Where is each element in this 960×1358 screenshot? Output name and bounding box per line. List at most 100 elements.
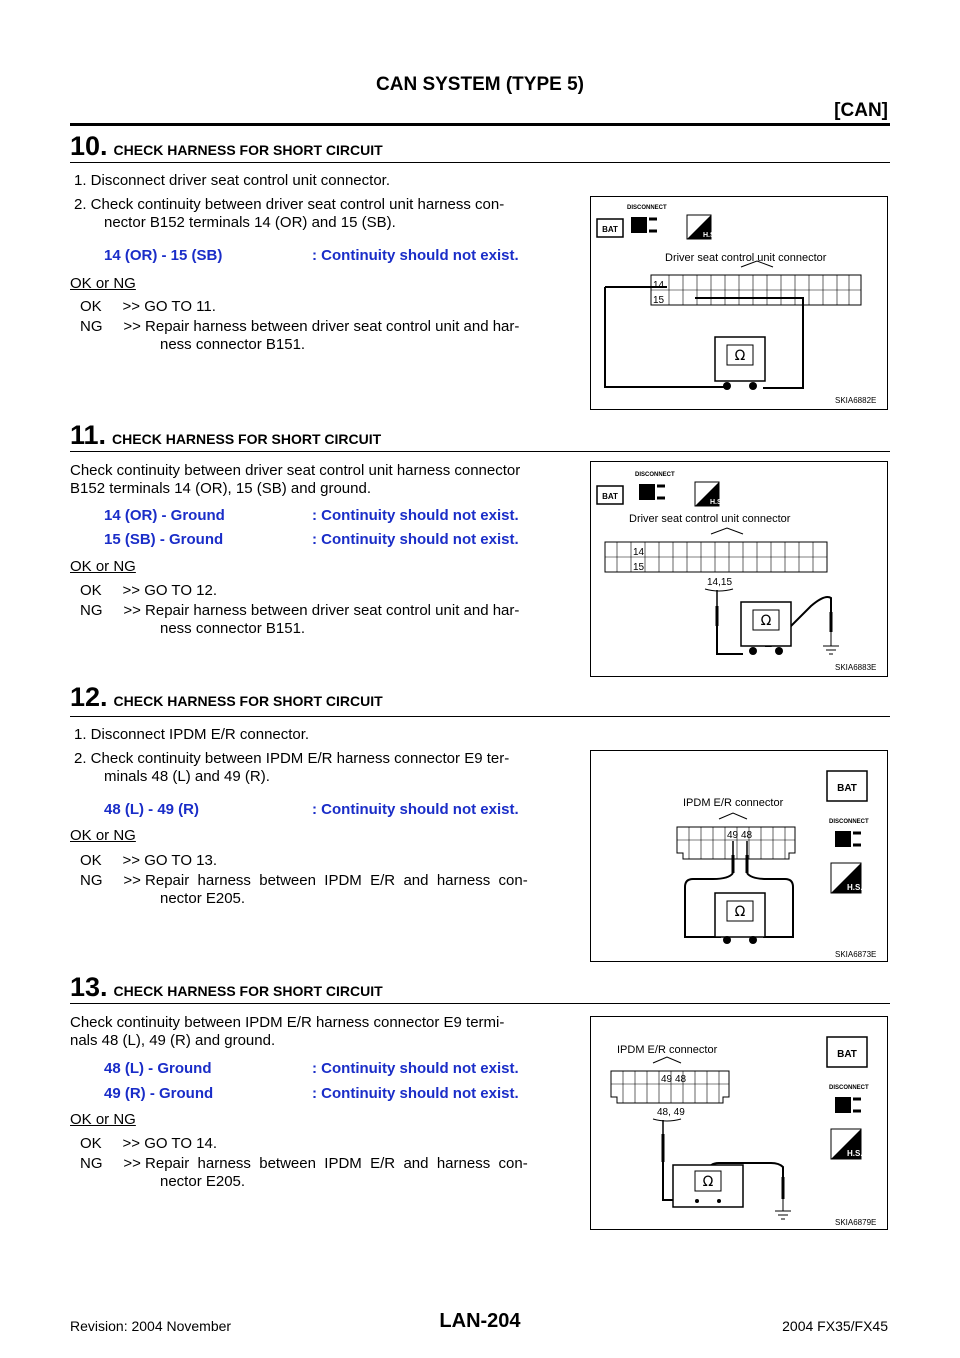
ok-or-ng: OK or NG — [70, 1111, 136, 1128]
spec-result: : Continuity should not exist. — [312, 247, 519, 264]
step-rule — [70, 162, 890, 163]
figure-11: BAT DISCONNECT H.S. Driver seat control … — [590, 461, 888, 677]
bat-icon: BAT — [596, 218, 624, 238]
bat-icon: BAT — [826, 1036, 868, 1068]
pin-label: 48 — [741, 830, 753, 841]
header-rule — [70, 123, 890, 126]
connector-label: IPDM E/R connector — [617, 1044, 718, 1056]
ohm-label: Ω — [735, 904, 746, 920]
step-title: CHECK HARNESS FOR SHORT CIRCUIT — [113, 693, 383, 709]
figure-id: SKIA6882E — [835, 396, 876, 405]
ng-result-cont: ness connector B151. — [160, 620, 306, 637]
step-line: B152 terminals 14 (OR), 15 (SB) and grou… — [70, 480, 371, 497]
step-number: 11. — [70, 420, 107, 450]
disconnect-icon: DISCONNECT — [829, 819, 869, 847]
spec-pins: 14 (OR) - Ground — [104, 507, 225, 524]
spec-result: : Continuity should not exist. — [312, 1060, 519, 1077]
pin-label: 15 — [633, 562, 645, 573]
probe-label: 48, 49 — [657, 1107, 685, 1118]
ok-or-ng: OK or NG — [70, 558, 136, 575]
spec-result: : Continuity should not exist. — [312, 1085, 519, 1102]
connector-label: Driver seat control unit connector — [665, 252, 827, 264]
ng-result: NG >> Repair harness between driver seat… — [80, 602, 520, 619]
disconnect-label: DISCONNECT — [627, 205, 667, 211]
spec-pins: 49 (R) - Ground — [104, 1085, 214, 1102]
bat-label: BAT — [602, 492, 618, 501]
step-rule — [70, 451, 890, 452]
page-title: CAN SYSTEM (TYPE 5) — [376, 74, 584, 95]
section-tag: [CAN] — [834, 100, 888, 121]
bat-icon: BAT — [826, 770, 868, 802]
spec-result: : Continuity should not exist. — [312, 507, 519, 524]
footer-page-number: LAN-204 — [439, 1310, 521, 1332]
ohm-label: Ω — [703, 1174, 714, 1190]
bat-icon: BAT — [596, 485, 624, 505]
step-13-heading: 13.CHECK HARNESS FOR SHORT CIRCUIT — [70, 972, 890, 1003]
step-line: 2. Check continuity between IPDM E/R har… — [74, 750, 510, 767]
footer-model: 2004 FX35/FX45 — [782, 1318, 888, 1334]
ohm-label: Ω — [735, 348, 746, 364]
pin-label: 14 — [653, 280, 665, 291]
disconnect-label: DISCONNECT — [829, 1085, 869, 1091]
wiring-diagram: IPDM E/R connector 49 48 Ω BAT DISCONNEC… — [676, 770, 876, 959]
step-line: Check continuity between IPDM E/R harnes… — [70, 1014, 505, 1031]
spec-pins: 48 (L) - 49 (R) — [104, 801, 200, 818]
step-title: CHECK HARNESS FOR SHORT CIRCUIT — [113, 142, 383, 158]
step-rule — [70, 716, 890, 717]
ok-result: OK >> GO TO 14. — [80, 1135, 218, 1152]
figure-12: IPDM E/R connector 49 48 Ω BAT DISCONNEC… — [590, 750, 888, 962]
hs-icon: H.S. — [686, 214, 717, 240]
figure-id: SKIA6883E — [835, 663, 876, 672]
pin-label: 49 — [727, 830, 739, 841]
wiring-diagram: BAT DISCONNECT H.S. Driver seat control … — [596, 472, 876, 672]
spec-result: : Continuity should not exist. — [312, 531, 519, 548]
pin-label: 48 — [675, 1074, 687, 1085]
step-line: 2. Check continuity between driver seat … — [74, 196, 505, 213]
ohm-meter-icon: Ω — [714, 892, 766, 944]
connector-label: Driver seat control unit connector — [629, 513, 791, 525]
footer-revision: Revision: 2004 November — [70, 1318, 232, 1334]
ng-result: NG >> Repair harness between IPDM E/R an… — [80, 1155, 528, 1172]
probe-label: 14,15 — [707, 577, 732, 588]
disconnect-icon: DISCONNECT — [829, 1085, 869, 1113]
disconnect-label: DISCONNECT — [829, 819, 869, 825]
ng-result-cont: nector E205. — [160, 890, 246, 907]
step-title: CHECK HARNESS FOR SHORT CIRCUIT — [113, 983, 383, 999]
step-number: 10. — [70, 131, 108, 161]
ohm-meter-icon: Ω — [672, 1164, 744, 1208]
step-line: nals 48 (L), 49 (R) and ground. — [70, 1032, 276, 1049]
pin-label: 49 — [661, 1074, 673, 1085]
ng-result: NG >> Repair harness between driver seat… — [80, 318, 520, 335]
bat-label: BAT — [837, 783, 857, 794]
figure-id: SKIA6873E — [835, 950, 876, 959]
hs-icon: H.S. — [694, 481, 724, 507]
ng-result-cont: nector E205. — [160, 1173, 246, 1190]
ok-or-ng: OK or NG — [70, 827, 136, 844]
wiring-diagram: BAT DISCONNECT H.S. Driver seat control … — [596, 205, 876, 405]
connector-label: IPDM E/R connector — [683, 797, 784, 809]
figure-10: BAT DISCONNECT H.S. Driver seat control … — [590, 196, 888, 410]
figure-13: IPDM E/R connector 49 48 48, 49 Ω BAT DI… — [590, 1016, 888, 1230]
bat-label: BAT — [602, 225, 618, 234]
ng-result: NG >> Repair harness between IPDM E/R an… — [80, 872, 528, 889]
disconnect-icon: DISCONNECT — [635, 472, 675, 500]
hs-label: H.S. — [710, 499, 724, 506]
step-number: 12. — [70, 682, 108, 712]
ok-or-ng: OK or NG — [70, 275, 136, 292]
step-line: nector B152 terminals 14 (OR) and 15 (SB… — [104, 214, 396, 231]
ohm-meter-icon: Ω — [714, 336, 766, 390]
step-title: CHECK HARNESS FOR SHORT CIRCUIT — [112, 431, 382, 447]
step-12-heading: 12. CHECK HARNESS FOR SHORT CIRCUIT — [70, 682, 890, 713]
step-11-heading: 11. CHECK HARNESS FOR SHORT CIRCUIT — [70, 420, 890, 451]
hs-label: H.S. — [847, 883, 863, 892]
ohm-label: Ω — [761, 613, 772, 629]
bat-label: BAT — [837, 1049, 857, 1060]
step-line: Check continuity between driver seat con… — [70, 462, 521, 479]
step-line: 1. Disconnect IPDM E/R connector. — [74, 726, 310, 743]
hs-label: H.S. — [847, 1149, 863, 1158]
spec-result: : Continuity should not exist. — [312, 801, 519, 818]
pin-label: 14 — [633, 547, 645, 558]
figure-id: SKIA6879E — [835, 1218, 876, 1227]
spec-pins: 14 (OR) - 15 (SB) — [104, 247, 223, 264]
pin-label: 15 — [653, 295, 665, 306]
